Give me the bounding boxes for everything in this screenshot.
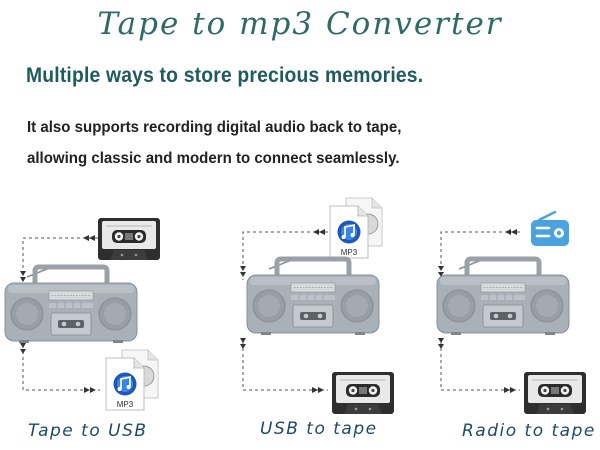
cassette-tape-icon: [97, 217, 161, 261]
flow-line-out: [22, 345, 100, 391]
caption-tape-to-usb: Tape to USB: [28, 421, 148, 441]
flow-line-in: [22, 237, 98, 280]
mp3-file-label: MP3: [341, 248, 358, 257]
description-line-2: allowing classic and modern to connect s…: [27, 150, 400, 167]
panel-radio-to-tape: [437, 210, 587, 415]
cassette-tape-icon: [331, 371, 395, 415]
radio-icon: [529, 210, 571, 248]
flow-line-out: [242, 342, 328, 391]
flow-line-in: [242, 231, 328, 280]
description-line-1: It also supports recording digital audio…: [27, 119, 402, 136]
flow-line-out: [440, 342, 520, 391]
boombox-icon: [247, 257, 379, 335]
page-title: Tape to mp3 Converter: [97, 6, 503, 42]
panel-tape-to-usb: [5, 217, 161, 411]
boombox-icon: [5, 265, 137, 343]
boombox-icon: [437, 257, 569, 335]
caption-radio-to-tape: Radio to tape: [462, 421, 596, 441]
flow-line-in: [440, 231, 520, 280]
page-subtitle: Multiple ways to store precious memories…: [26, 64, 424, 87]
caption-usb-to-tape: USB to tape: [260, 419, 378, 439]
mp3-file-label: MP3: [117, 400, 134, 409]
cassette-tape-icon: [523, 371, 587, 415]
panel-usb-to-tape: [240, 197, 395, 415]
